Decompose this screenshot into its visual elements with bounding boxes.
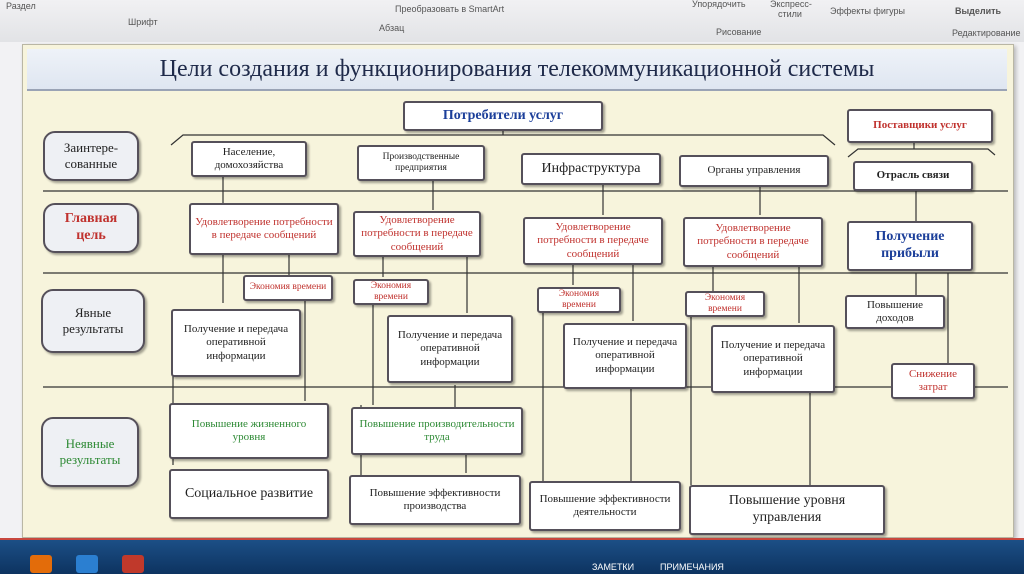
browser-icon[interactable] (76, 555, 98, 573)
economy-infrastructure: Экономия времени (537, 287, 621, 313)
provider-telecom: Отрасль связи (853, 161, 973, 191)
notes-button[interactable]: ЗАМЕТКИ (592, 562, 635, 572)
powerpoint-icon[interactable] (122, 555, 144, 573)
row-label-interested: Заинтере-сованные (43, 131, 139, 181)
implicit-households-1: Повышение жизненного уровня (169, 403, 329, 459)
arrange-button[interactable]: Упорядочить (692, 0, 746, 9)
taskbar (0, 540, 1024, 574)
slide[interactable]: Цели создания и функционирования телеком… (22, 44, 1014, 538)
providers-header: Поставщики услуг (847, 109, 993, 143)
paragraph-group-label: Абзац (379, 23, 405, 33)
implicit-households-2: Социальное развитие (169, 469, 329, 519)
comments-button[interactable]: ПРИМЕЧАНИЯ (660, 562, 724, 572)
goal-infrastructure: Удовлетворение потребности в передаче со… (523, 217, 663, 265)
section-button[interactable]: Раздел (6, 1, 36, 11)
goal-households: Удовлетворение потребности в передаче со… (189, 203, 339, 255)
consumer-households: Население, домохозяйства (191, 141, 307, 177)
implicit-government: Повышение уровня управления (689, 485, 885, 535)
row-label-explicit-results: Явные результаты (41, 289, 145, 353)
row-label-implicit-results: Неявные результаты (41, 417, 139, 487)
result-costs: Снижение затрат (891, 363, 975, 399)
smartart-button[interactable]: Преобразовать в SmartArt (395, 4, 505, 14)
row-label-main-goal: Главная цель (43, 203, 139, 253)
economy-households: Экономия времени (243, 275, 333, 301)
slide-title: Цели создания и функционирования телеком… (27, 49, 1007, 91)
consumers-header: Потребители услуг (403, 101, 603, 131)
consumer-infrastructure: Инфраструктура (521, 153, 661, 185)
goal-enterprises: Удовлетворение потребности в передаче со… (353, 211, 481, 257)
info-government: Получение и передача оперативной информа… (711, 325, 835, 393)
goal-government: Удовлетворение потребности в передаче со… (683, 217, 823, 267)
economy-government: Экономия времени (685, 291, 765, 317)
drawing-group-label: Рисование (716, 27, 762, 37)
info-infrastructure: Получение и передача оперативной информа… (563, 323, 687, 389)
ribbon: Раздел Шрифт Абзац Преобразовать в Smart… (0, 0, 1024, 43)
select-button[interactable]: Выделить (955, 6, 1002, 16)
font-group-label: Шрифт (128, 17, 158, 27)
editing-group-label: Редактирование (952, 28, 1021, 38)
implicit-enterprises-1: Повышение производительности труда (351, 407, 523, 455)
goal-profit: Получение прибыли (847, 221, 973, 271)
result-income: Повышение доходов (845, 295, 945, 329)
implicit-enterprises-2: Повышение эффективности производства (349, 475, 521, 525)
implicit-infrastructure: Повышение эффективности деятельности (529, 481, 681, 531)
info-enterprises: Получение и передача оперативной информа… (387, 315, 513, 383)
express-styles-button[interactable]: Экспресс-стили (770, 0, 812, 19)
consumer-government: Органы управления (679, 155, 829, 187)
economy-enterprises: Экономия времени (353, 279, 429, 305)
consumer-enterprises: Производственные предприятия (357, 145, 485, 181)
shape-effects-button[interactable]: Эффекты фигуры (830, 6, 906, 16)
firefox-icon[interactable] (30, 555, 52, 573)
connector-lines (43, 127, 1008, 485)
info-households: Получение и передача оперативной информа… (171, 309, 301, 377)
